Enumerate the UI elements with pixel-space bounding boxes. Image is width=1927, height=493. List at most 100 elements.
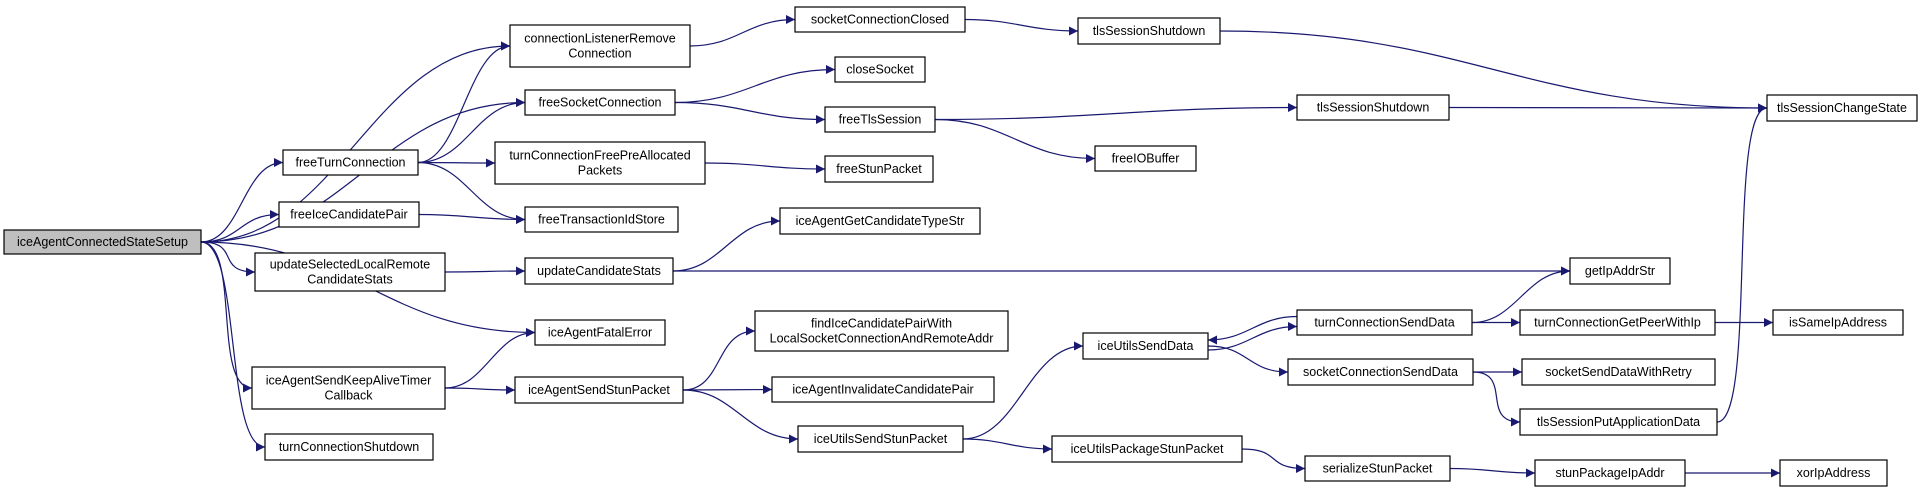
- node-label: connectionListenerRemove: [524, 32, 676, 46]
- node-label: socketConnectionSendData: [1303, 365, 1458, 379]
- edge-freeSocketConnection-to-closeSocket: [674, 65, 836, 104]
- edge-iceAgentConnectedStateSetup-to-turnConnectionShutdown: [200, 241, 266, 452]
- node-label: iceUtilsPackageStunPacket: [1071, 442, 1224, 456]
- edge-socketConnectionClosed-to-tlsSessionShutdown_1: [964, 18, 1079, 36]
- edge-freeSocketConnection-to-freeTlsSession: [674, 101, 826, 124]
- edge-iceAgentSendStunPacket-to-findIceCandidatePairWithLocalSocketConnectionAndRemoteAddr: [682, 326, 756, 391]
- node-box: [534, 319, 666, 346]
- node-turnConnectionSendData[interactable]: turnConnectionSendData: [1296, 309, 1473, 336]
- node-label: tlsSessionShutdown: [1093, 24, 1206, 38]
- edge-freeTurnConnection-to-connectionListenerRemoveConnection: [417, 41, 511, 164]
- node-box: [1082, 332, 1209, 360]
- node-label: iceAgentConnectedStateSetup: [17, 235, 188, 249]
- node-iceAgentSendStunPacket[interactable]: iceAgentSendStunPacket: [514, 376, 684, 404]
- node-label: iceAgentSendKeepAliveTimer: [266, 374, 432, 388]
- node-label: findIceCandidatePairWith: [811, 317, 952, 331]
- node-label: iceUtilsSendStunPacket: [814, 432, 948, 446]
- node-isSameIpAddress[interactable]: isSameIpAddress: [1772, 309, 1904, 336]
- node-stunPackageIpAddr[interactable]: stunPackageIpAddr: [1534, 459, 1686, 487]
- node-xorIpAddress[interactable]: xorIpAddress: [1779, 459, 1888, 487]
- edge-freeTurnConnection-to-turnConnectionFreePreAllocatedPackets: [417, 158, 496, 168]
- node-box: [794, 6, 966, 33]
- node-freeSocketConnection[interactable]: freeSocketConnection: [524, 89, 676, 116]
- node-tlsSessionPutApplicationData[interactable]: tlsSessionPutApplicationData: [1519, 408, 1718, 436]
- node-label: closeSocket: [846, 63, 914, 77]
- edge-turnConnectionSendData-to-getIpAddrStr: [1471, 266, 1571, 324]
- edge-freeTurnConnection-to-freeSocketConnection: [417, 98, 526, 164]
- node-freeTlsSession[interactable]: freeTlsSession: [824, 106, 936, 133]
- node-iceAgentConnectedStateSetup[interactable]: iceAgentConnectedStateSetup: [3, 229, 202, 255]
- node-box: [779, 207, 981, 235]
- node-label: socketConnectionClosed: [811, 13, 949, 27]
- node-freeStunPacket[interactable]: freeStunPacket: [824, 155, 934, 183]
- node-socketSendDataWithRetry[interactable]: socketSendDataWithRetry: [1521, 358, 1716, 386]
- node-findIceCandidatePairWithLocalSocketConnectionAndRemoteAddr[interactable]: findIceCandidatePairWithLocalSocketConne…: [754, 310, 1009, 352]
- node-iceAgentFatalError[interactable]: iceAgentFatalError: [534, 319, 666, 346]
- edge-freeTlsSession-to-tlsSessionShutdown_2: [934, 103, 1298, 121]
- node-label: tlsSessionPutApplicationData: [1537, 415, 1700, 429]
- node-box: [278, 201, 420, 228]
- node-box: [1569, 257, 1671, 285]
- node-freeIceCandidatePair[interactable]: freeIceCandidatePair: [278, 201, 420, 228]
- node-tlsSessionShutdown_2[interactable]: tlsSessionShutdown: [1296, 94, 1450, 121]
- node-closeSocket[interactable]: closeSocket: [834, 56, 926, 83]
- edge-iceAgentConnectedStateSetup-to-updateSelectedLocalRemoteCandidateStats: [200, 241, 256, 277]
- edge-updateSelectedLocalRemoteCandidateStats-to-updateCandidateStats: [444, 266, 526, 276]
- node-iceUtilsPackageStunPacket[interactable]: iceUtilsPackageStunPacket: [1051, 435, 1243, 463]
- node-box: [824, 106, 936, 133]
- node-turnConnectionGetPeerWithIp[interactable]: turnConnectionGetPeerWithIp: [1519, 309, 1716, 336]
- node-box: [1077, 17, 1221, 45]
- node-label: Callback: [325, 389, 374, 403]
- node-getIpAddrStr[interactable]: getIpAddrStr: [1569, 257, 1671, 285]
- node-box: [834, 56, 926, 83]
- node-label: tlsSessionShutdown: [1317, 101, 1430, 115]
- node-box: [1094, 145, 1197, 172]
- node-label: stunPackageIpAddr: [1555, 466, 1664, 480]
- edge-iceUtilsSendStunPacket-to-iceUtilsPackageStunPacket: [962, 438, 1053, 454]
- node-serializeStunPacket[interactable]: serializeStunPacket: [1304, 455, 1451, 482]
- node-freeTurnConnection[interactable]: freeTurnConnection: [282, 149, 419, 176]
- edge-freeTlsSession-to-freeIOBuffer: [934, 118, 1096, 163]
- node-label: freeSocketConnection: [539, 96, 662, 110]
- node-label: getIpAddrStr: [1585, 264, 1655, 278]
- node-iceAgentInvalidateCandidatePair[interactable]: iceAgentInvalidateCandidatePair: [771, 376, 995, 403]
- node-box: [282, 149, 419, 176]
- edge-freeTurnConnection-to-freeTransactionIdStore: [417, 161, 526, 224]
- node-box: [1534, 459, 1686, 487]
- node-turnConnectionShutdown[interactable]: turnConnectionShutdown: [264, 433, 434, 461]
- node-box: [1304, 455, 1451, 482]
- node-box: [509, 24, 691, 68]
- node-updateCandidateStats[interactable]: updateCandidateStats: [524, 257, 674, 285]
- node-box: [1287, 358, 1474, 386]
- node-box: [3, 229, 202, 255]
- node-tlsSessionShutdown_1[interactable]: tlsSessionShutdown: [1077, 17, 1221, 45]
- edge-iceUtilsPackageStunPacket-to-serializeStunPacket: [1241, 448, 1306, 473]
- node-tlsSessionChangeState[interactable]: tlsSessionChangeState: [1766, 94, 1918, 122]
- node-box: [264, 433, 434, 461]
- node-box: [1296, 309, 1473, 336]
- node-label: serializeStunPacket: [1323, 462, 1433, 476]
- node-label: freeTlsSession: [839, 113, 922, 127]
- node-label: isSameIpAddress: [1789, 316, 1887, 330]
- node-label: freeTurnConnection: [295, 156, 405, 170]
- edge-iceAgentConnectedStateSetup-to-connectionListenerRemoveConnection: [200, 41, 511, 243]
- node-iceUtilsSendData[interactable]: iceUtilsSendData: [1082, 332, 1209, 360]
- node-socketConnectionSendData[interactable]: socketConnectionSendData: [1287, 358, 1474, 386]
- node-iceUtilsSendStunPacket[interactable]: iceUtilsSendStunPacket: [797, 425, 964, 453]
- node-socketConnectionClosed[interactable]: socketConnectionClosed: [794, 6, 966, 33]
- node-iceAgentGetCandidateTypeStr[interactable]: iceAgentGetCandidateTypeStr: [779, 207, 981, 235]
- node-label: tlsSessionChangeState: [1777, 101, 1907, 115]
- edge-iceAgentConnectedStateSetup-to-freeIceCandidatePair: [200, 210, 280, 243]
- edge-iceUtilsSendData-to-socketConnectionSendData: [1207, 345, 1289, 377]
- node-label: turnConnectionFreePreAllocated: [509, 149, 690, 163]
- edge-iceAgentConnectedStateSetup-to-freeTurnConnection: [200, 158, 284, 243]
- edge-turnConnectionSendData-to-iceUtilsSendData: [1207, 315, 1298, 345]
- edge-updateCandidateStats-to-iceAgentGetCandidateTypeStr: [672, 216, 781, 272]
- node-freeIOBuffer[interactable]: freeIOBuffer: [1094, 145, 1197, 172]
- node-freeTransactionIdStore[interactable]: freeTransactionIdStore: [524, 206, 679, 233]
